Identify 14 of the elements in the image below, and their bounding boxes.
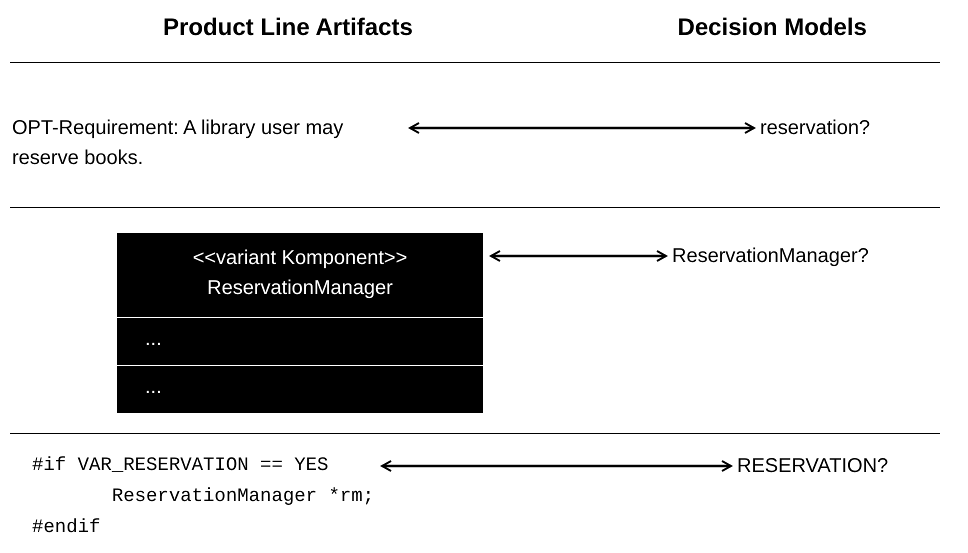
code-snippet: #if VAR_RESERVATION == YES ReservationManager *rm; #endif (32, 450, 374, 543)
class-compartment: ... (144, 327, 163, 352)
column-heading: Product Line Artifacts (163, 14, 413, 42)
requirement-text: OPT-Requirement: A library user may reserve books. (12, 113, 402, 173)
decision-question: reservation? (760, 113, 870, 143)
class-compartment: ... (117, 365, 483, 413)
class-name: <<variant Komponent>> ReservationManager (117, 233, 483, 318)
class-box (117, 233, 483, 413)
column-heading: Decision Models (678, 14, 867, 42)
double-arrow (381, 460, 732, 472)
decision-question: RESERVATION? (737, 451, 888, 481)
decision-question: ReservationManager? (672, 241, 869, 271)
double-arrow (490, 250, 667, 262)
double-arrow (409, 122, 755, 134)
